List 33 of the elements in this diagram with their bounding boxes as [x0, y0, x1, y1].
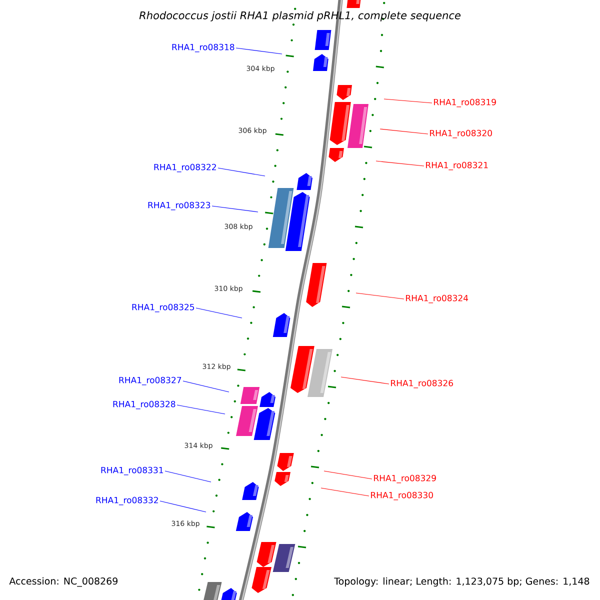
leader-line [320, 488, 370, 496]
gene-label: RHA1_ro08321 [426, 162, 488, 170]
gene-label: RHA1_ro08331 [101, 466, 164, 476]
gene-label: RHA1_ro08326 [391, 380, 453, 388]
gene-label: RHA1_ro08320 [430, 130, 492, 138]
gene-label: RHA1_ro08318 [172, 44, 234, 52]
gene-label: RHA1_ro08327 [119, 376, 182, 386]
leader-line [212, 206, 258, 212]
gene-label: RHA1_ro08323 [148, 202, 210, 210]
title: Rhodococcus jostii RHA1 plasmid pRHL1, complete sequence [139, 11, 460, 22]
leader-line [384, 98, 432, 104]
footer-text: Accession: NC_008269 [9, 577, 118, 587]
gene-label: RHA1_ro08330 [371, 492, 433, 500]
leader-line [196, 308, 242, 318]
gene-label: RHA1_ro08324 [406, 294, 468, 304]
leader-line [182, 380, 230, 392]
leader-line [164, 470, 212, 482]
leader-line [176, 404, 226, 414]
leader-line [324, 470, 372, 480]
gene-label: RHA1_ro08329 [374, 474, 436, 484]
leader-line [160, 500, 206, 512]
gene-label: RHA1_ro08328 [113, 400, 176, 410]
gene-label: RHA1_ro08332 [96, 496, 158, 506]
footer-text: Topology: linear; Length: 1,123,075 bp; Genes: 1,148 [334, 577, 590, 587]
leader-line [340, 376, 390, 384]
gene-label: RHA1_ro08319 [434, 98, 496, 108]
leader-line [236, 48, 282, 54]
leader-line [356, 292, 404, 300]
gene-label: RHA1_ro08325 [132, 304, 194, 312]
leader-line [376, 160, 424, 166]
leader-line [380, 128, 428, 134]
leader-line [218, 168, 266, 176]
gene-label: RHA1_ro08322 [154, 164, 216, 172]
